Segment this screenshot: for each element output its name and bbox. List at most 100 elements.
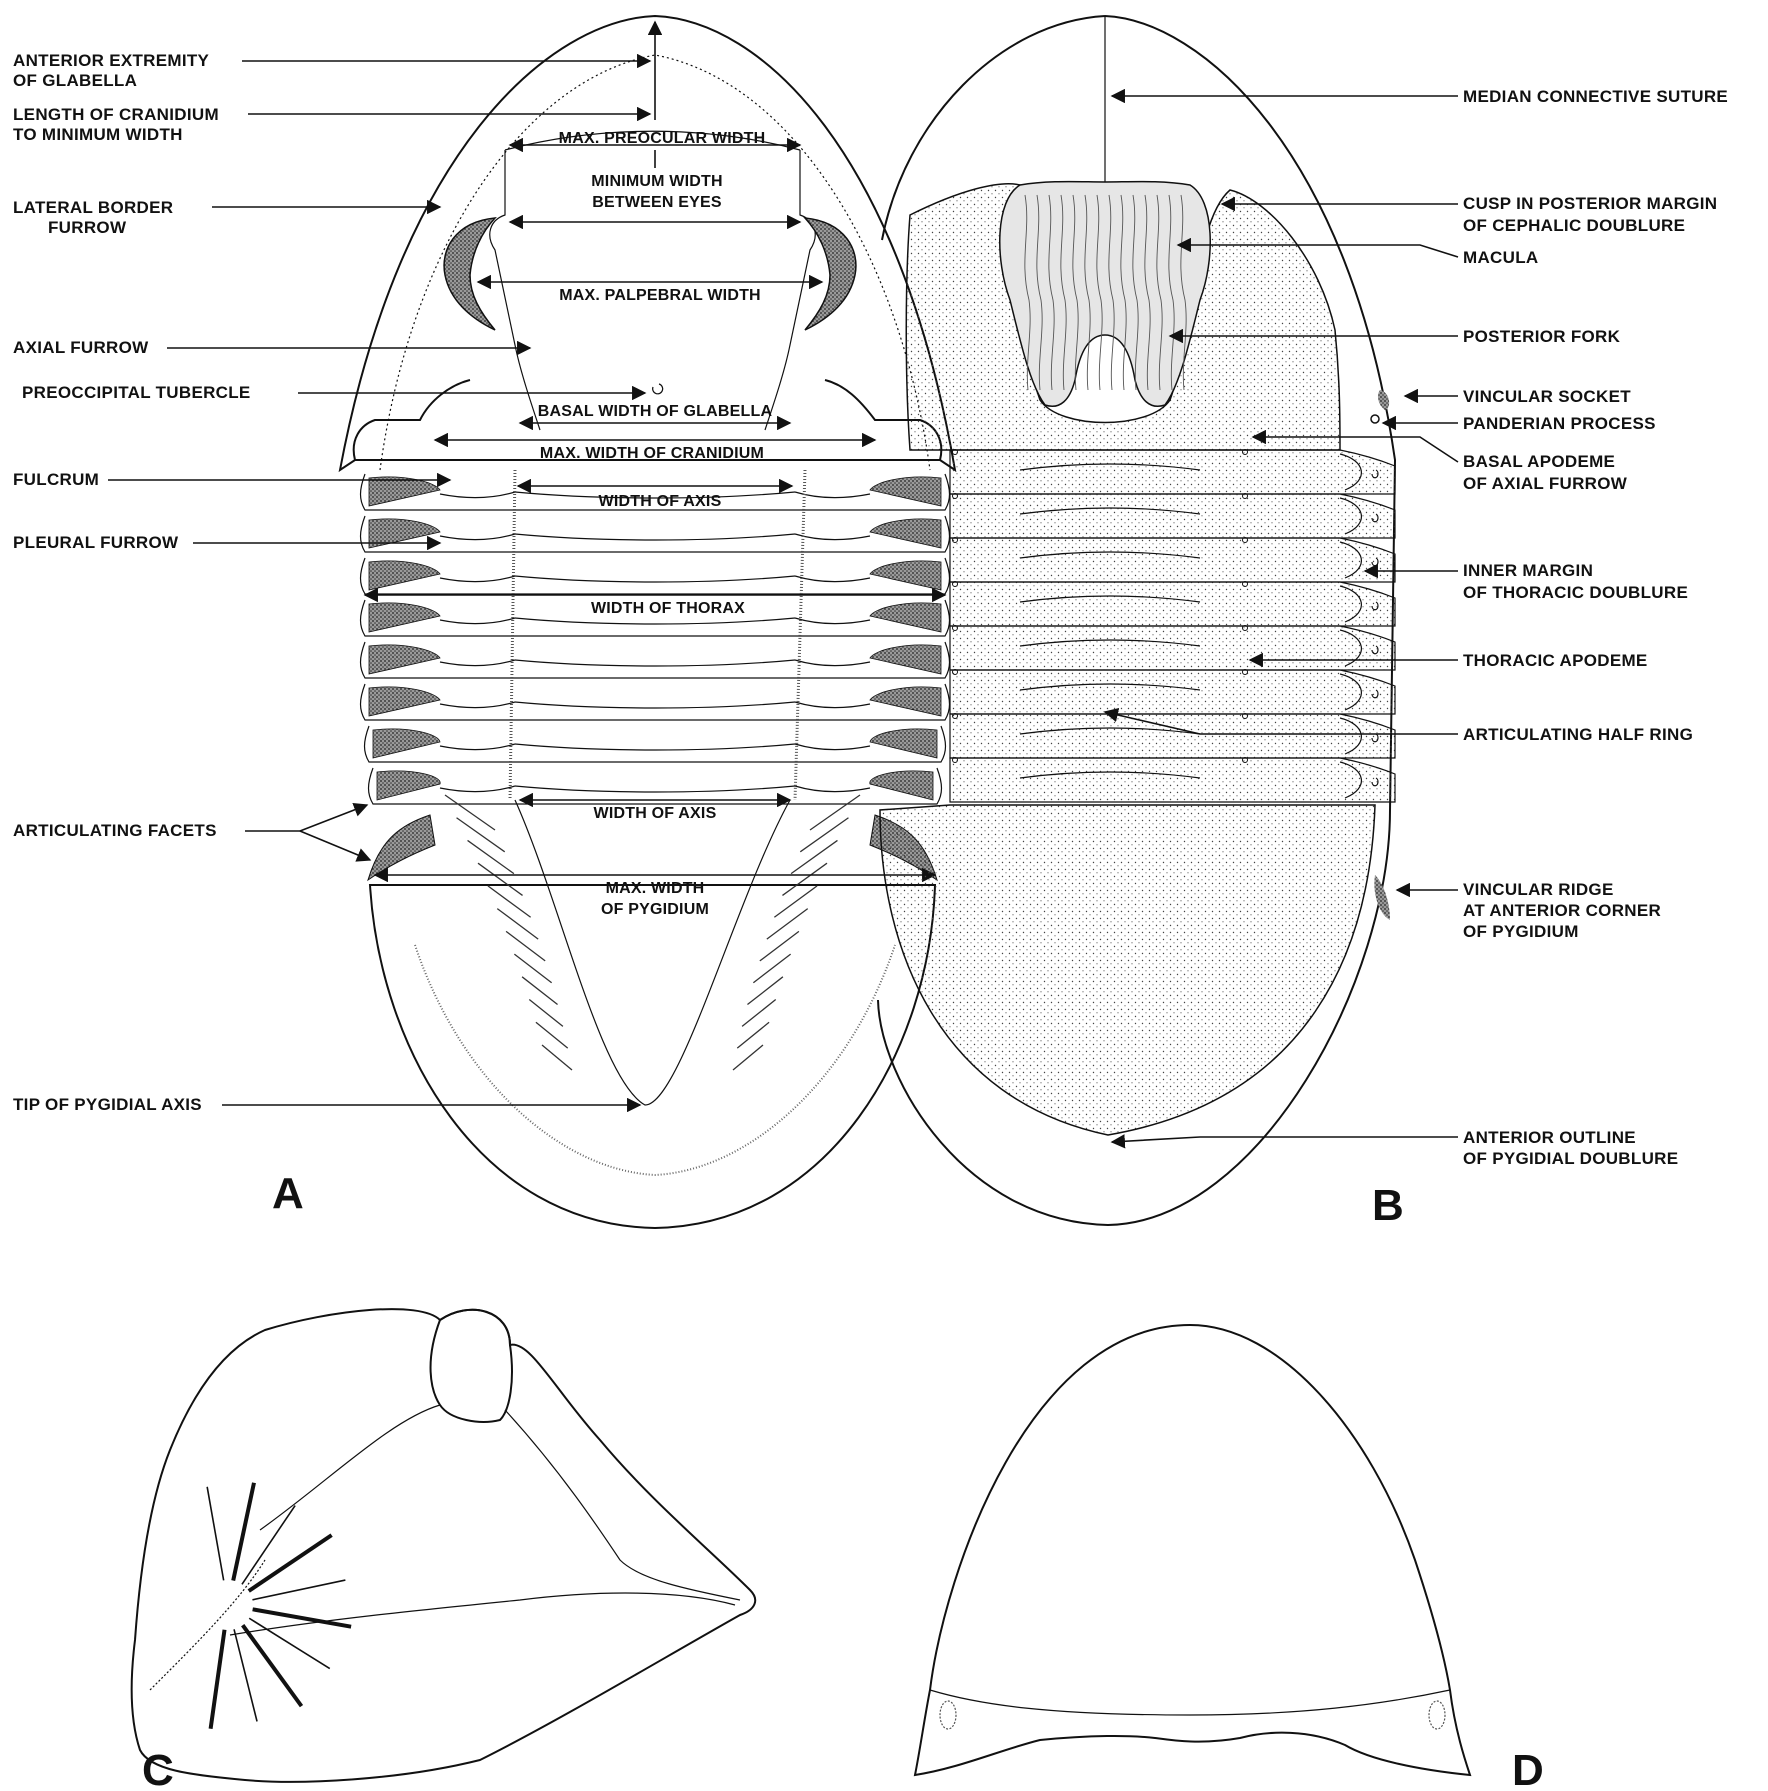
meas-basal-width-of-glabella: BASAL WIDTH OF GLABELLA xyxy=(538,403,773,420)
pleural-facet-left xyxy=(377,771,440,800)
pygidial-rib-right xyxy=(733,1045,763,1070)
pygidial-rib-right xyxy=(791,840,837,873)
label-inner-margin-line2: OF THORACIC DOUBLURE xyxy=(1463,583,1688,602)
panel-b-thorax xyxy=(950,450,1395,803)
thoracic-doublure-segment xyxy=(950,494,1395,538)
segment-boundary xyxy=(249,1535,332,1591)
pygidial-rib-left xyxy=(468,840,514,873)
meas-max-preocular-width: MAX. PREOCULAR WIDTH xyxy=(559,130,766,147)
panel-a-pygidial-border xyxy=(415,945,895,1175)
panel-d-outline-view: D xyxy=(915,1325,1544,1791)
label-panderian-process: PANDERIAN PROCESS xyxy=(1463,414,1656,433)
thoracic-segment-outline xyxy=(365,726,946,762)
pleural-furrow-line xyxy=(440,660,870,666)
meas-width-of-axis-1: WIDTH OF AXIS xyxy=(599,493,722,510)
segment-boundary xyxy=(207,1487,223,1581)
axial-ring-line xyxy=(515,660,795,666)
panel-a-articulating-facet-left xyxy=(368,815,435,880)
pleural-furrow-line xyxy=(440,702,870,708)
pleural-facet-right xyxy=(870,645,941,674)
pygidial-rib-right xyxy=(782,863,827,895)
meas-width-of-thorax: WIDTH OF THORAX xyxy=(591,600,745,617)
panel-c-lateral-view: C xyxy=(132,1309,755,1791)
label-lateral-border-furrow-line1: LATERAL BORDER xyxy=(13,198,173,217)
label-anterior-extremity-line1: ANTERIOR EXTREMITY xyxy=(13,51,210,70)
thoracic-segment-outline xyxy=(361,516,950,552)
label-anterior-extremity-line2: OF GLABELLA xyxy=(13,71,137,90)
panel-label-c: C xyxy=(142,1746,174,1791)
panel-a-pygidium-outline xyxy=(370,885,935,1228)
pygidial-rib-right xyxy=(800,818,848,852)
label-fulcrum: FULCRUM xyxy=(13,470,99,489)
label-vincular-ridge-line3: OF PYGIDIUM xyxy=(1463,922,1579,941)
pygidial-rib-right xyxy=(742,1000,776,1027)
pygidial-rib-left xyxy=(506,931,545,961)
pleural-facet-left xyxy=(369,477,440,506)
label-vincular-ridge-line1: VINCULAR RIDGE xyxy=(1463,880,1614,899)
label-lateral-border-furrow-line2: FURROW xyxy=(48,218,127,237)
panel-label-d: D xyxy=(1512,1746,1544,1791)
label-tip-of-pygidial-axis: TIP OF PYGIDIAL AXIS xyxy=(13,1095,202,1114)
pleural-furrow-line xyxy=(440,786,870,792)
meas-minimum-width-line2: BETWEEN EYES xyxy=(592,194,722,211)
panel-c-cephalon-margin xyxy=(505,1410,740,1600)
meas-max-width-of-cranidium: MAX. WIDTH OF CRANIDIUM xyxy=(540,445,764,462)
label-thoracic-apodeme: THORACIC APODEME xyxy=(1463,651,1648,670)
pleural-facet-left xyxy=(373,729,440,758)
label-median-connective-suture: MEDIAN CONNECTIVE SUTURE xyxy=(1463,87,1728,106)
pygidial-rib-right xyxy=(747,977,782,1005)
panel-label-a: A xyxy=(272,1169,304,1218)
label-length-of-cranidium-line2: TO MINIMUM WIDTH xyxy=(13,125,183,144)
panel-c-eye xyxy=(431,1310,512,1422)
meas-max-palpebral-width: MAX. PALPEBRAL WIDTH xyxy=(559,287,761,304)
pygidial-rib-right xyxy=(774,886,817,917)
thoracic-doublure-segment xyxy=(950,450,1395,494)
pleural-facet-right xyxy=(870,771,933,800)
pygidial-rib-right xyxy=(767,909,808,939)
label-anterior-outline-line1: ANTERIOR OUTLINE xyxy=(1463,1128,1636,1147)
panel-a-pygidial-ribs xyxy=(445,795,860,1070)
axial-ring-line xyxy=(515,744,795,750)
axial-ring-line xyxy=(515,786,795,792)
pygidial-rib-left xyxy=(497,909,538,939)
thoracic-segment-outline xyxy=(361,558,950,594)
pygidial-rib-left xyxy=(457,818,505,852)
label-preoccipital-tubercle: PREOCCIPITAL TUBERCLE xyxy=(22,383,251,402)
label-posterior-fork: POSTERIOR FORK xyxy=(1463,327,1621,346)
label-vincular-ridge-line2: AT ANTERIOR CORNER xyxy=(1463,901,1661,920)
pleural-facet-right xyxy=(870,687,941,716)
pleural-facet-left xyxy=(369,561,440,590)
axial-ring-line xyxy=(515,618,795,624)
label-cusp-line1: CUSP IN POSTERIOR MARGIN xyxy=(1463,194,1717,213)
segment-boundary xyxy=(211,1630,225,1729)
meas-width-of-axis-2: WIDTH OF AXIS xyxy=(594,805,717,822)
panel-a-axial-furrow-left xyxy=(510,470,515,800)
pygidial-rib-left xyxy=(522,977,557,1005)
thoracic-doublure-segment xyxy=(950,626,1395,670)
pleural-furrow-line xyxy=(440,534,870,540)
pleural-facet-right xyxy=(870,603,941,632)
pleural-furrow-line xyxy=(440,576,870,582)
pleural-facet-right xyxy=(870,477,941,506)
thoracic-doublure-segment xyxy=(950,758,1395,802)
label-inner-margin-line1: INNER MARGIN xyxy=(1463,561,1593,580)
axial-ring-line xyxy=(515,576,795,582)
axial-ring-line xyxy=(515,702,795,708)
panel-a-pygidial-axis xyxy=(515,800,790,1105)
panel-label-b: B xyxy=(1372,1181,1404,1230)
label-cusp-line2: OF CEPHALIC DOUBLURE xyxy=(1463,216,1685,235)
panel-d-outline xyxy=(915,1325,1470,1775)
label-length-of-cranidium-line1: LENGTH OF CRANIDIUM xyxy=(13,105,219,124)
label-macula: MACULA xyxy=(1463,248,1538,267)
pygidial-rib-left xyxy=(514,954,551,983)
panel-a-thorax xyxy=(361,474,950,804)
axial-ring-line xyxy=(515,534,795,540)
panel-b-vincular-socket xyxy=(1378,390,1389,410)
label-vincular-socket: VINCULAR SOCKET xyxy=(1463,387,1631,406)
panel-d-right-eye xyxy=(1429,1701,1445,1729)
label-anterior-outline-line2: OF PYGIDIAL DOUBLURE xyxy=(1463,1149,1678,1168)
thoracic-doublure-segment xyxy=(950,538,1395,582)
label-articulating-facets: ARTICULATING FACETS xyxy=(13,821,217,840)
panel-c-facial-suture xyxy=(260,1405,440,1530)
axial-furrow-dotted xyxy=(150,1560,265,1690)
